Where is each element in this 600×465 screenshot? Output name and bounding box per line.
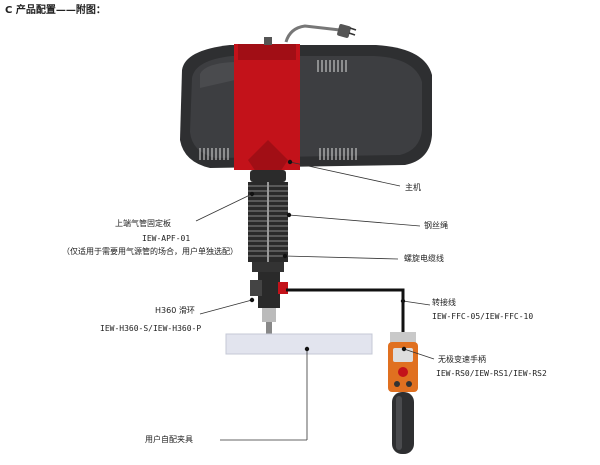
slip-ring-assembly [250, 262, 288, 334]
user-fixture-plate [225, 333, 373, 355]
label-wire-rope: 钢丝绳 [424, 221, 448, 230]
spiral-cable-coil [248, 182, 288, 262]
label-main-unit: 主机 [405, 183, 421, 192]
label-slip-ring-code: IEW-H360-S/IEW-H360-P [100, 324, 202, 333]
page-title: C 产品配置——附图： [5, 5, 106, 16]
leader-dots [249, 159, 407, 352]
label-handle: 无极变速手柄 [438, 355, 486, 364]
adapter-cable-line [286, 288, 405, 338]
label-slip-ring: H360 滑环 [155, 306, 195, 315]
label-adapter-cable: 转接线 [432, 298, 456, 307]
label-spiral-cable: 螺旋电缆线 [404, 254, 444, 263]
label-upper-plate-note: （仅适用于需要用气源管的场合，用户单独选配） [62, 247, 238, 256]
speed-handle [388, 332, 418, 454]
power-cord [284, 24, 357, 43]
label-fixture: 用户自配夹具 [145, 435, 193, 444]
main-unit-body [180, 37, 432, 182]
label-adapter-cable-code: IEW-FFC-05/IEW-FFC-10 [432, 312, 534, 321]
leader-lines [195, 161, 435, 441]
label-upper-plate: 上端气管固定板 [115, 219, 171, 228]
label-upper-plate-code: IEW-APF-01 [142, 234, 191, 243]
label-handle-code: IEW-RS0/IEW-RS1/IEW-RS2 [436, 369, 547, 378]
